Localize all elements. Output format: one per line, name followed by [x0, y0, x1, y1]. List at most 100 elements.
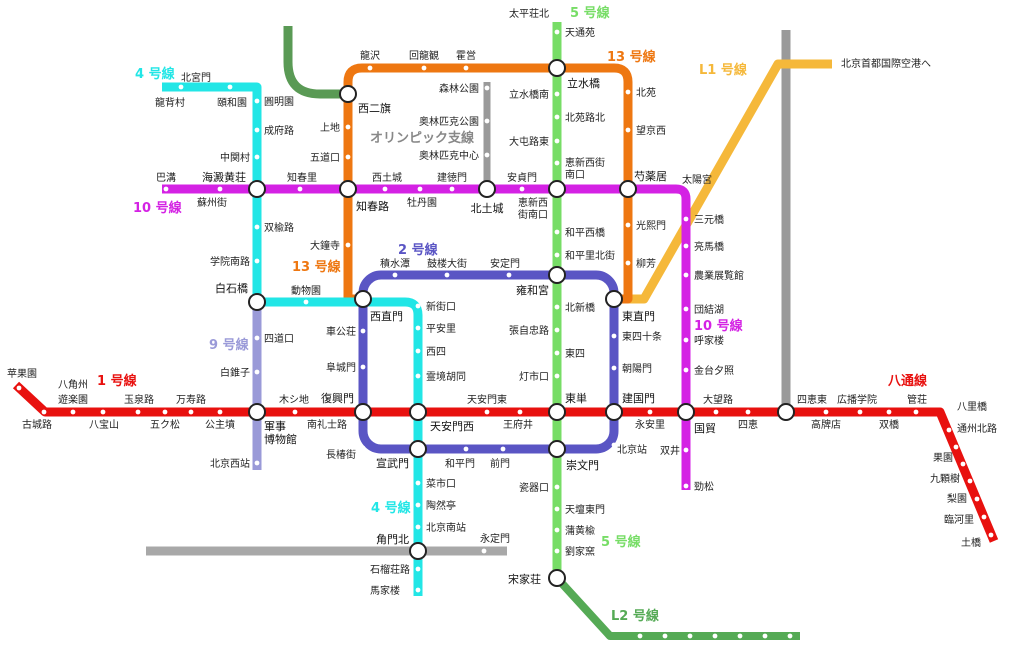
transfer-zhichunlu[interactable] [339, 180, 357, 198]
dot-yonganli[interactable] [647, 409, 653, 415]
dot-yuquanlu[interactable] [135, 409, 141, 415]
dot-jiandemen[interactable] [449, 186, 455, 192]
dot-l2-1[interactable] [637, 633, 643, 639]
dot-huoying[interactable] [463, 65, 469, 71]
dot-aotizhongxin[interactable] [484, 152, 490, 158]
dot-tongzhoubeiyuan[interactable] [953, 444, 959, 450]
transfer-lishuiqiao[interactable] [548, 59, 566, 77]
transfer-chongwenmen[interactable] [548, 440, 566, 458]
dot-xitucheng[interactable] [382, 186, 388, 192]
dot-guoyuan[interactable] [960, 461, 966, 467]
dot-beijingnan[interactable] [415, 524, 421, 530]
dot-senlin[interactable] [484, 85, 490, 91]
dot-shangdi[interactable] [345, 124, 351, 130]
dot-hepinglibeijie[interactable] [554, 252, 560, 258]
transfer-xuanwumen[interactable] [409, 440, 427, 458]
dot-l2-7[interactable] [787, 633, 793, 639]
dot-mudanyuan[interactable] [417, 186, 423, 192]
dot-jinsong[interactable] [683, 483, 689, 489]
dot-tiantongyuan[interactable] [554, 29, 560, 35]
dot-tiantandongmen[interactable] [554, 506, 560, 512]
dot-bagou[interactable] [163, 186, 169, 192]
dot-liyuan[interactable] [974, 496, 980, 502]
dot-wanshoulu[interactable] [188, 409, 194, 415]
dot-muxidi[interactable] [292, 409, 298, 415]
dot-zhongguancun[interactable] [254, 154, 260, 160]
dot-puhuangyu[interactable] [554, 527, 560, 533]
dot-beigongmen[interactable] [178, 84, 184, 90]
dot-linheli[interactable] [981, 514, 987, 520]
dot-l2-5[interactable] [737, 633, 743, 639]
dot-hujialou[interactable] [683, 337, 689, 343]
transfer-beitucheng[interactable] [478, 180, 496, 198]
dot-wudaokou[interactable] [345, 154, 351, 160]
dot-taipingzhuangbei[interactable] [554, 11, 560, 17]
dot-shuangyushu[interactable] [254, 224, 260, 230]
dot-lingjinghutong[interactable] [415, 373, 421, 379]
dot-beixinqiao[interactable] [554, 304, 560, 310]
dot-dongsishitiao[interactable] [611, 333, 617, 339]
dot-sanyuanqiao[interactable] [683, 216, 689, 222]
dot-chegongzhuang[interactable] [360, 328, 366, 334]
dot-xisi[interactable] [415, 348, 421, 354]
dot-l2-2[interactable] [662, 633, 668, 639]
dot-jishuitan[interactable] [392, 272, 398, 278]
dot-chuanmeidaxue[interactable] [857, 409, 863, 415]
dot-xinjiekou[interactable] [415, 303, 421, 309]
dot-guanzhuang[interactable] [913, 409, 919, 415]
transfer-songjiazhuang[interactable] [548, 569, 566, 587]
transfer-haidianhuangzhuang[interactable] [248, 180, 266, 198]
transfer-jiaomenbei[interactable] [409, 542, 427, 560]
transfer-yonghegong[interactable] [548, 266, 566, 284]
dot-l2-4[interactable] [712, 633, 718, 639]
dot-yiheyuan[interactable] [227, 84, 233, 90]
dot-jiukeshu[interactable] [967, 478, 973, 484]
dot-andingmen[interactable] [506, 272, 512, 278]
dot-dongsi[interactable] [554, 350, 560, 356]
transfer-dongdan[interactable] [548, 403, 566, 421]
dot-chaoyangmen[interactable] [611, 365, 617, 371]
dot-dongwuyuan[interactable] [303, 299, 309, 305]
dot-wukesong[interactable] [162, 409, 168, 415]
dot-hepingxiqiao[interactable] [554, 229, 560, 235]
dot-l2-6[interactable] [762, 633, 768, 639]
transfer-fuxingmen[interactable] [354, 403, 372, 421]
dot-liangmaqiao[interactable] [683, 243, 689, 249]
dot-tuanjiehu[interactable] [683, 306, 689, 312]
transfer-junshibowuguan[interactable] [248, 403, 266, 421]
dot-fuchengmen[interactable] [360, 364, 366, 370]
dot-jintaixizhao[interactable] [683, 367, 689, 373]
dot-wangfujing[interactable] [517, 409, 523, 415]
dot-lishuiqiaonan[interactable] [554, 91, 560, 97]
dot-beijingzhan[interactable] [611, 442, 617, 448]
transfer-sihuidong[interactable] [777, 403, 795, 421]
dot-beiyuanlubei[interactable] [554, 114, 560, 120]
dot-beijingxi[interactable] [254, 460, 260, 466]
dot-ciqikou[interactable] [554, 484, 560, 490]
transfer-guomao[interactable] [677, 403, 695, 421]
dot-dazhongsi[interactable] [345, 242, 351, 248]
transfer-xidan[interactable] [409, 403, 427, 421]
dot-guangximen[interactable] [625, 222, 631, 228]
transfer-xierqi[interactable] [339, 85, 357, 103]
transfer-xizhimen[interactable] [354, 290, 372, 308]
dot-wangjingxi[interactable] [625, 127, 631, 133]
dot-huilongguan[interactable] [421, 65, 427, 71]
dot-gulou[interactable] [444, 272, 450, 278]
dot-suzhoujie[interactable] [217, 186, 223, 192]
dot-shuangqiao[interactable] [886, 409, 892, 415]
dot-chengfulu[interactable] [254, 127, 260, 133]
dot-datunludong[interactable] [554, 138, 560, 144]
dot-tuqiao[interactable] [988, 532, 994, 538]
dot-pinganli[interactable] [415, 325, 421, 331]
dot-liufang[interactable] [625, 260, 631, 266]
dot-nongzhanguan[interactable] [683, 272, 689, 278]
transfer-baishiqiao[interactable] [248, 293, 266, 311]
dot-taoranting[interactable] [415, 502, 421, 508]
dot-sidaokou[interactable] [254, 335, 260, 341]
dot-dawanglu[interactable] [713, 409, 719, 415]
dot-aoti[interactable] [484, 118, 490, 124]
dot-yongdingmen[interactable] [481, 548, 487, 554]
dot-tiananmendong[interactable] [484, 409, 490, 415]
dot-hepingmen[interactable] [463, 446, 469, 452]
